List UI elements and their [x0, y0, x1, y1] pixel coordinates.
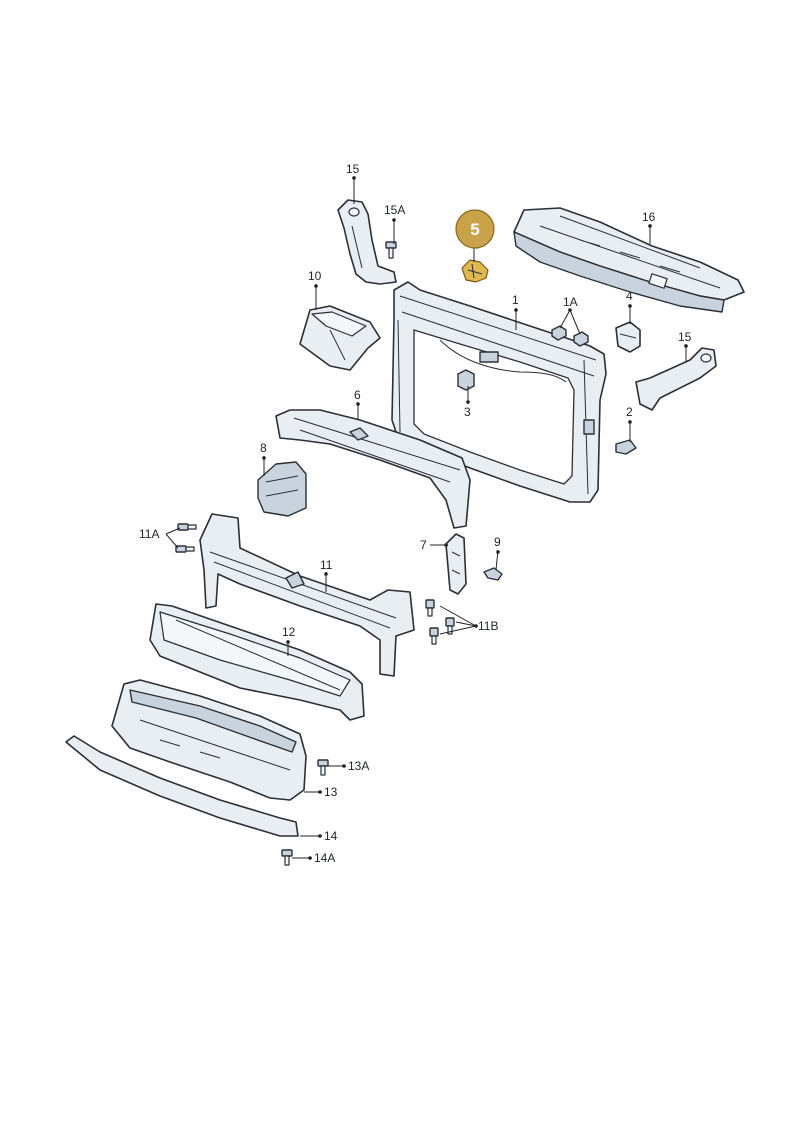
part-11b-bolts[interactable]: [425, 599, 455, 645]
callout-6: 6: [354, 388, 361, 402]
part-1a-clips[interactable]: [551, 325, 589, 347]
part-6-cross-member[interactable]: [275, 409, 471, 529]
part-10-air-guide[interactable]: [299, 305, 381, 371]
leader-lines: [165, 176, 688, 860]
part-7-bracket[interactable]: [445, 533, 467, 595]
callout-14a: 14A: [314, 851, 335, 865]
callout-3: 3: [464, 405, 471, 419]
callout-13: 13: [324, 785, 338, 799]
callout-10: 10: [308, 269, 322, 283]
callout-11: 11: [320, 558, 333, 572]
part-8-bracket[interactable]: [257, 461, 307, 517]
callout-2: 2: [626, 405, 633, 419]
part-12-absorber[interactable]: [149, 603, 365, 721]
callout-1a: 1A: [563, 295, 578, 309]
part-15-left-bracket[interactable]: [337, 199, 397, 285]
callout-13a: 13A: [348, 759, 369, 773]
highlight-badge-label: 5: [470, 220, 479, 239]
callout-11a: 11A: [139, 527, 159, 541]
callout-4: 4: [626, 289, 633, 303]
callout-7: 7: [420, 538, 427, 552]
part-3-clip[interactable]: [457, 369, 475, 391]
part-5-highlighted[interactable]: [461, 259, 489, 283]
callout-labels: 15 15A 16 10 1 1A 4 15 3 2 6 8 7 9 11 11…: [139, 162, 692, 865]
callout-1: 1: [512, 293, 519, 307]
part-9-clip[interactable]: [483, 567, 503, 581]
part-11-bumper-carrier[interactable]: [199, 513, 415, 677]
callout-11b: 11B: [478, 619, 498, 633]
callout-15-right: 15: [678, 330, 692, 344]
callout-14: 14: [324, 829, 338, 843]
callout-16: 16: [642, 210, 656, 224]
callout-8: 8: [260, 441, 267, 455]
part-13a-bolt[interactable]: [317, 759, 329, 776]
part-14-spoiler-strip[interactable]: [65, 735, 299, 837]
part-11a-bolts[interactable]: [175, 523, 197, 553]
part-4-bracket[interactable]: [615, 321, 641, 353]
part-2-clip[interactable]: [615, 439, 637, 455]
part-13-lower-guide[interactable]: [111, 679, 307, 801]
callout-9: 9: [494, 535, 501, 549]
part-15-right-bracket[interactable]: [635, 347, 717, 411]
highlight-badge-5[interactable]: 5: [455, 209, 495, 249]
callout-15-top: 15: [346, 162, 360, 176]
part-16-air-duct[interactable]: [513, 207, 745, 313]
callout-15a: 15A: [384, 203, 405, 217]
part-14a-bolt[interactable]: [281, 849, 293, 866]
callout-12: 12: [282, 625, 296, 639]
part-15a-bolt[interactable]: [385, 241, 397, 259]
